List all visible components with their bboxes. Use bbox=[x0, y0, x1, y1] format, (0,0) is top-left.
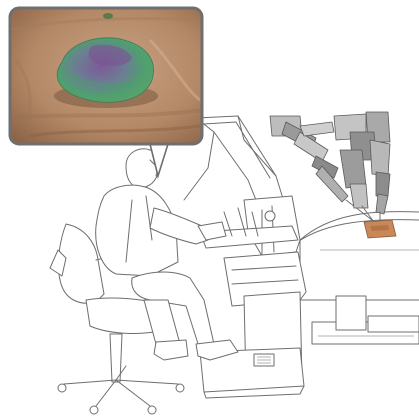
tissue-specimen-pad bbox=[364, 220, 396, 238]
operating-floor bbox=[286, 212, 419, 300]
endoscope-camera-inset bbox=[10, 8, 202, 144]
operating-table-base bbox=[312, 296, 419, 344]
